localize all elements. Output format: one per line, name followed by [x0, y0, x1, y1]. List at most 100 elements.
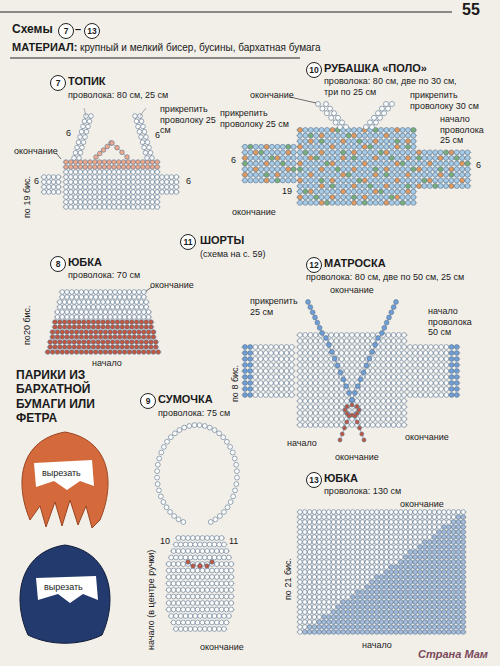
- bead: [219, 575, 224, 580]
- bead: [210, 568, 215, 573]
- bead: [198, 627, 203, 632]
- bead: [314, 195, 319, 200]
- bead: [275, 150, 280, 155]
- bead: [131, 160, 136, 165]
- bead: [328, 106, 333, 111]
- bead: [422, 161, 427, 166]
- bead: [350, 351, 355, 356]
- bead: [279, 357, 284, 362]
- bead: [403, 510, 408, 515]
- bead: [326, 342, 331, 347]
- bead: [198, 555, 203, 560]
- bead: [406, 184, 411, 189]
- bead: [439, 369, 444, 374]
- bead: [174, 190, 179, 195]
- bead: [82, 300, 87, 305]
- bead: [248, 178, 253, 183]
- bead: [70, 295, 75, 300]
- bead: [69, 160, 74, 165]
- bead: [219, 607, 224, 612]
- bead: [384, 172, 389, 177]
- bead: [325, 195, 330, 200]
- bead: [402, 345, 407, 350]
- bead: [65, 350, 70, 355]
- bead: [141, 165, 146, 170]
- bead: [42, 180, 47, 185]
- bead: [391, 351, 396, 356]
- bead: [166, 562, 171, 567]
- bead: [208, 520, 213, 525]
- bead: [258, 381, 263, 386]
- bead: [289, 357, 294, 362]
- bead: [101, 340, 106, 345]
- bead: [344, 339, 349, 344]
- bead: [117, 175, 122, 180]
- bead: [298, 339, 303, 344]
- bead: [368, 189, 373, 194]
- bead: [103, 295, 108, 300]
- bead: [109, 141, 114, 146]
- bead: [330, 172, 335, 177]
- bead: [98, 290, 103, 295]
- bead: [382, 325, 387, 330]
- bead: [350, 339, 355, 344]
- bead: [166, 601, 171, 606]
- bead: [275, 167, 280, 172]
- bead: [121, 160, 126, 165]
- bead: [142, 330, 147, 335]
- bead: [48, 340, 53, 345]
- bead: [303, 144, 308, 149]
- bead: [248, 393, 253, 398]
- bead: [364, 363, 369, 368]
- bead: [313, 339, 318, 344]
- bead: [222, 510, 227, 515]
- bead: [395, 167, 400, 172]
- bead: [70, 290, 75, 295]
- bead: [275, 172, 280, 177]
- bead: [64, 175, 69, 180]
- bead: [78, 200, 83, 205]
- bead: [198, 542, 203, 547]
- bead: [313, 363, 318, 368]
- bead: [310, 310, 315, 315]
- bead: [406, 167, 411, 172]
- bead: [357, 178, 362, 183]
- bead: [103, 350, 108, 355]
- bead: [110, 325, 115, 330]
- bead: [347, 414, 351, 418]
- bead: [289, 351, 294, 356]
- bead: [144, 305, 149, 310]
- bead: [395, 184, 400, 189]
- bead: [126, 190, 131, 195]
- bead: [360, 351, 365, 356]
- bead: [176, 562, 181, 567]
- bead: [286, 172, 291, 177]
- bead: [373, 139, 378, 144]
- bead: [344, 333, 349, 338]
- bead: [329, 393, 334, 398]
- bead: [222, 627, 227, 632]
- bead: [132, 295, 137, 300]
- bead: [93, 200, 98, 205]
- bead: [176, 575, 181, 580]
- bead: [127, 315, 132, 320]
- bead: [454, 369, 459, 374]
- wire: [84, 108, 86, 116]
- bead: [73, 195, 78, 200]
- bead: [396, 393, 401, 398]
- bead: [69, 205, 74, 210]
- bead: [146, 335, 151, 340]
- bead: [379, 167, 384, 172]
- bead: [313, 345, 318, 350]
- bead: [110, 305, 115, 310]
- bead: [269, 345, 274, 350]
- bead: [433, 156, 438, 161]
- bead: [298, 369, 303, 374]
- bead: [346, 139, 351, 144]
- bead: [186, 536, 191, 541]
- bead: [188, 542, 193, 547]
- bead: [50, 335, 55, 340]
- bead: [190, 575, 195, 580]
- bead: [374, 120, 379, 125]
- bead: [352, 144, 357, 149]
